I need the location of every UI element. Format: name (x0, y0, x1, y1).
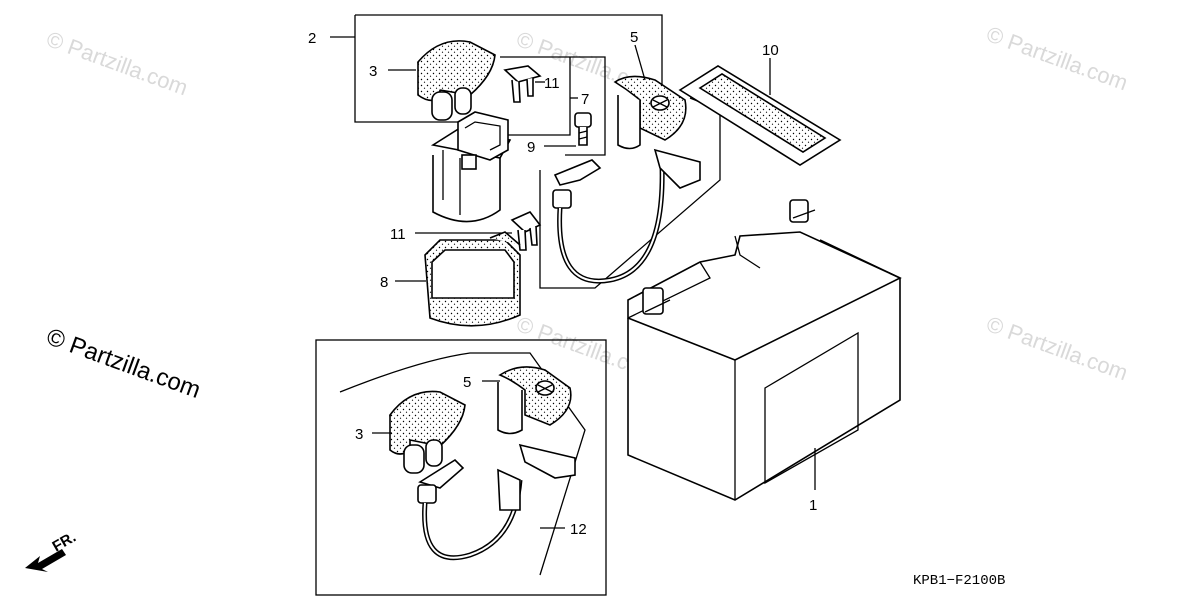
battery (627, 199, 902, 501)
watermarks: © Partzilla.com © Partzilla.com © Partzi… (43, 21, 1131, 404)
label-9: 9 (527, 139, 535, 156)
outline-inset (339, 352, 586, 576)
part-3-cap-inset (389, 390, 466, 474)
watermark-top-left: © Partzilla.com (43, 26, 191, 100)
label-1: 1 (809, 497, 817, 514)
label-7: 7 (581, 91, 589, 108)
watermark-top-right: © Partzilla.com (983, 21, 1131, 95)
front-direction-icon (25, 549, 66, 572)
label-3-inset: 3 (355, 426, 363, 443)
label-11-bottom: 11 (390, 226, 406, 243)
part-3-cap-top (417, 40, 496, 121)
part-11-fuse-bottom (510, 211, 542, 251)
watermark-left-dark: © Partzilla.com (43, 323, 204, 404)
part-12-cable (417, 443, 576, 561)
bracket-2 (354, 14, 663, 123)
bracket-7 (500, 56, 606, 156)
upper-cable (552, 148, 701, 284)
label-10: 10 (762, 42, 779, 59)
part-8-cover (424, 231, 521, 327)
starter-relay (430, 111, 512, 223)
direction-label: FR. (50, 529, 79, 556)
label-8: 8 (380, 274, 388, 291)
part-5-boot-inset (497, 366, 572, 435)
label-5-inset: 5 (463, 374, 471, 391)
part-5-boot-top (613, 75, 687, 150)
leader-5-top (634, 44, 646, 81)
label-11-top: 11 (544, 75, 560, 92)
diagram-code: KPB1−F2100B (913, 573, 1005, 589)
label-3-top: 3 (369, 63, 377, 80)
label-2: 2 (308, 30, 316, 47)
inset-box (315, 339, 607, 596)
label-12: 12 (570, 521, 587, 538)
label-5-top: 5 (630, 29, 638, 46)
part-11-fuse-top (503, 65, 542, 103)
part-10-strap (678, 65, 842, 166)
watermark-mid-right: © Partzilla.com (983, 311, 1131, 385)
part-9-bolt (574, 112, 592, 146)
